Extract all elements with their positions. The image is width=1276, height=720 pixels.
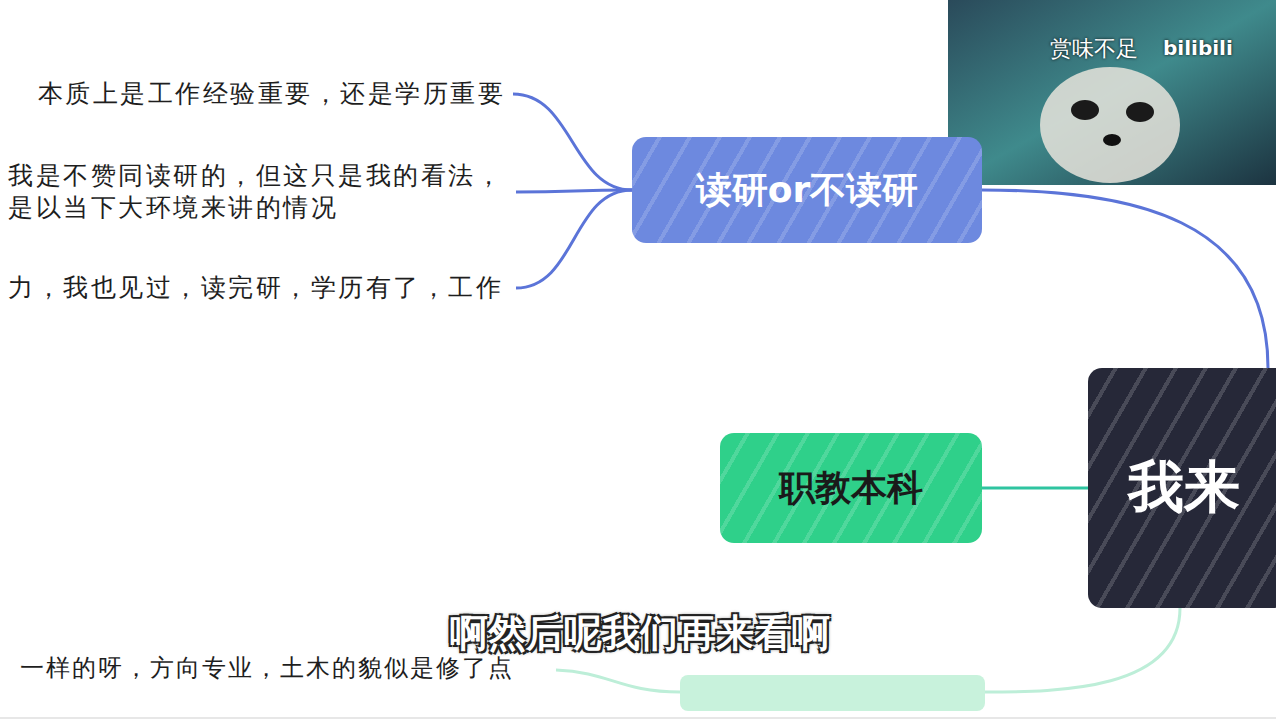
panda-nose bbox=[1103, 134, 1121, 146]
panda-eye bbox=[1071, 100, 1099, 120]
branch-line bbox=[985, 608, 1180, 692]
site-logo: bilibili bbox=[1163, 36, 1233, 60]
branch-connector bbox=[516, 190, 632, 288]
note-text: 力，我也见过，读完研，学历有了，工作 bbox=[8, 272, 508, 304]
leaf-text: 力，我也见过，读完研，学历有了，工作 bbox=[8, 272, 508, 304]
root-box: 我来 bbox=[1088, 368, 1276, 608]
branch-connector bbox=[982, 488, 1088, 489]
branch-connector bbox=[982, 190, 1268, 368]
bottom-rule bbox=[0, 718, 1276, 719]
video-watermark: 赏味不足 bbox=[1050, 34, 1138, 64]
branch-connector bbox=[513, 94, 632, 190]
topic-box: 读研or不读研 bbox=[632, 137, 982, 243]
note-text: 我是不赞同读研的，但这只是我的看法， 是以当下大环境来讲的情况 bbox=[8, 160, 508, 224]
leaf-text: 本质上是工作经验重要，还是学历重要 bbox=[38, 78, 506, 110]
leaf-text: 一样的呀，方向专业，土木的貌似是修了点 bbox=[20, 652, 514, 684]
box-title: 职教本科 bbox=[779, 464, 923, 513]
box-title: 读研or不读研 bbox=[696, 166, 919, 215]
video-thumbnail bbox=[948, 0, 1276, 185]
branch-line bbox=[982, 190, 1268, 368]
panda-face bbox=[1040, 67, 1180, 183]
box-title: 我来 bbox=[1128, 450, 1240, 526]
note-text: 本质上是工作经验重要，还是学历重要 bbox=[38, 78, 506, 110]
branch-line bbox=[556, 670, 680, 692]
leaf-text: 我是不赞同读研的，但这只是我的看法， 是以当下大环境来讲的情况 bbox=[8, 160, 508, 224]
topic-box: 职教本科 bbox=[720, 433, 982, 543]
panda-eye bbox=[1126, 102, 1154, 122]
collapsed-node-bar bbox=[680, 675, 985, 711]
branch-line bbox=[982, 487, 1088, 490]
subtitle: 啊然后呢我们再来看啊 bbox=[450, 608, 830, 659]
branch-line bbox=[513, 94, 632, 190]
branch-line bbox=[516, 190, 632, 288]
